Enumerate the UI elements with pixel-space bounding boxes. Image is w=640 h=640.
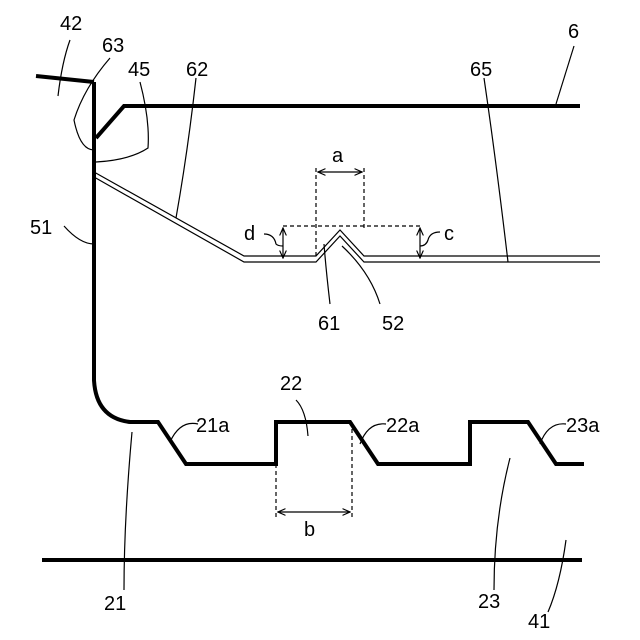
label-a: a	[332, 145, 344, 167]
leader-21a	[170, 423, 198, 442]
leader-41	[548, 540, 566, 612]
leader-61	[324, 244, 330, 304]
leader-22	[296, 400, 308, 436]
label-c: c	[444, 223, 454, 245]
leader-23	[494, 458, 510, 590]
leader-23a	[540, 424, 566, 444]
member-42-stub	[36, 76, 94, 82]
label-21a: 21a	[196, 415, 230, 437]
wall-51-and-bottom-profile	[94, 82, 584, 464]
leader-d	[264, 234, 283, 246]
label-21: 21	[104, 593, 126, 615]
label-45: 45	[128, 59, 150, 81]
leader-52	[342, 246, 380, 304]
layer-62-lower-line	[94, 177, 600, 262]
leader-42	[58, 40, 70, 96]
leader-45	[96, 82, 148, 162]
label-d: d	[244, 223, 255, 245]
top-plate-6	[96, 106, 580, 138]
label-23a: 23a	[566, 415, 600, 437]
leader-c	[420, 232, 440, 246]
label-22a: 22a	[386, 415, 420, 437]
leader-51	[64, 226, 94, 244]
label-42: 42	[60, 13, 82, 35]
label-63: 63	[102, 35, 124, 57]
label-6: 6	[568, 21, 579, 43]
label-22: 22	[280, 373, 302, 395]
label-41: 41	[528, 611, 550, 633]
label-65: 65	[470, 59, 492, 81]
label-23: 23	[478, 591, 500, 613]
leader-62	[176, 78, 196, 218]
label-61: 61	[318, 313, 340, 335]
leader-21	[124, 432, 132, 590]
label-b: b	[304, 519, 315, 541]
label-62: 62	[186, 59, 208, 81]
label-51: 51	[30, 217, 52, 239]
label-52: 52	[382, 313, 404, 335]
leader-6	[556, 46, 574, 104]
